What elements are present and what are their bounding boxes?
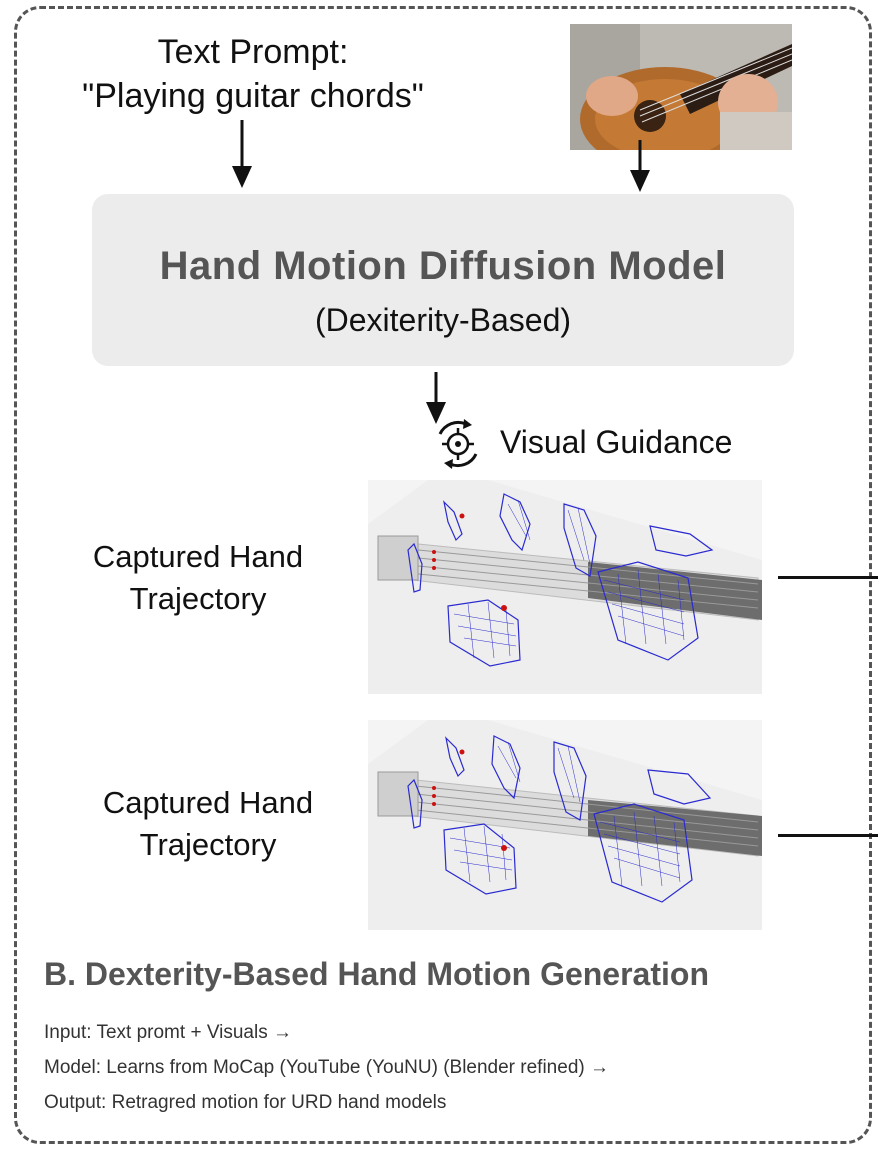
trajectory-label: Captured Hand Trajectory	[58, 782, 358, 866]
section-title: B. Dexterity-Based Hand Motion Generatio…	[44, 956, 709, 992]
text-prompt: Text Prompt: "Playing guitar chords"	[58, 30, 448, 118]
visual-guidance-label: Visual Guidance	[500, 424, 733, 460]
description-line: Input: Text promt + Visuals →	[44, 1022, 293, 1043]
trajectory-label-line: Captured Hand	[102, 785, 314, 820]
arrow-down-icon	[232, 120, 252, 188]
target-rotate-icon	[438, 419, 478, 469]
description-line: Model: Learns from MoCap (YouTube (YouNU…	[44, 1057, 609, 1078]
guitar-photo	[570, 24, 792, 150]
trajectory-label: Captured Hand Trajectory	[48, 536, 348, 620]
connector-line	[778, 834, 878, 837]
model-title: Hand Motion Diffusion Model	[159, 244, 727, 288]
dashed-frame	[14, 6, 872, 1144]
guitar-photo-illustration	[570, 24, 792, 150]
hand-trajectory-render	[368, 480, 762, 694]
diffusion-model-box: Hand Motion Diffusion Model (Dexiterity-…	[92, 194, 794, 366]
description-line: Output: Retragred motion for URD hand mo…	[44, 1092, 447, 1113]
model-subtitle: (Dexiterity-Based)	[314, 302, 572, 338]
trajectory-label-line: Captured Hand	[92, 539, 304, 574]
prompt-label: Text Prompt:	[157, 33, 349, 71]
connector-line	[778, 576, 878, 579]
hand-trajectory-render	[368, 720, 762, 930]
arrow-down-icon	[426, 372, 446, 424]
trajectory-label-line: Trajectory	[139, 827, 277, 862]
arrow-down-icon	[630, 140, 650, 192]
trajectory-label-line: Trajectory	[129, 581, 267, 616]
prompt-text: "Playing guitar chords"	[82, 77, 424, 115]
